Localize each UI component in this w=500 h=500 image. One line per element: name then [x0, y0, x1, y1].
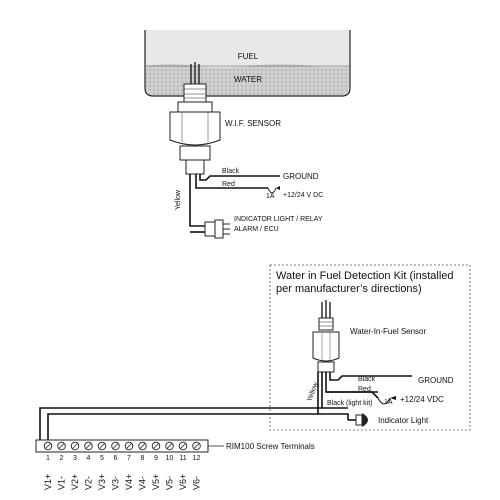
terminal-screw-slot — [85, 443, 92, 449]
wire-black-label: Black — [222, 168, 240, 175]
terminal-screw-slot — [58, 443, 65, 449]
kit-ground-label: GROUND — [418, 376, 454, 385]
fuel-tank — [144, 30, 351, 97]
terminal-name: V2- — [84, 476, 94, 490]
kit-title-line1: Water in Fuel Detection Kit (installed — [276, 270, 454, 282]
indicator-label-line2: ALARM / ECU — [234, 226, 279, 233]
fuse-label: 1A — [266, 193, 275, 200]
terminal-block-label: RIM100 Screw Terminals — [226, 442, 315, 451]
kit-fuse-icon — [326, 391, 396, 405]
terminal-screw-slot — [99, 443, 105, 449]
fuel-label: FUEL — [238, 52, 259, 61]
terminal-screw-slot — [153, 443, 159, 449]
terminal-screw-slot — [112, 443, 119, 449]
kit-sensor — [312, 300, 340, 373]
wif-sensor — [169, 62, 221, 175]
kit-power-label: +12/24 VDC — [400, 395, 444, 404]
kit-sensor-label: Water-In-Fuel Sensor — [350, 327, 427, 336]
kit-fuse-label: 1A — [384, 399, 393, 406]
terminal-name: V3+ — [97, 474, 107, 490]
wire-yellow-label: Yellow — [175, 189, 182, 210]
terminal-number: 10 — [166, 455, 174, 462]
terminal-number: 2 — [60, 455, 64, 462]
terminal-name: V4- — [138, 476, 148, 490]
terminal-screw-slot — [166, 443, 173, 449]
kit-title-line2: per manufacturer’s directions) — [276, 283, 422, 295]
kit-indicator-label: Indicator Light — [378, 416, 429, 425]
terminal-name: V1- — [57, 476, 67, 490]
kit-wire-red-label: Red — [358, 386, 371, 393]
indicator-light-icon — [348, 413, 368, 427]
terminal-screw-slot — [180, 443, 186, 449]
wire-red-label: Red — [222, 181, 235, 188]
terminal-number: 4 — [87, 455, 91, 462]
terminal-name: V2+ — [70, 474, 80, 490]
terminal-name: V3- — [111, 476, 121, 490]
kit-wire-black-label: Black — [358, 376, 376, 383]
wif-sensor-wires — [189, 174, 280, 233]
terminal-screw-slot — [45, 443, 51, 449]
terminal-name: V4+ — [124, 474, 134, 490]
terminal-name: V5+ — [151, 474, 161, 490]
terminal-screw-slot — [193, 443, 200, 449]
fuse-icon — [267, 186, 280, 194]
terminal-number: 3 — [73, 455, 77, 462]
terminal-screw-slot — [126, 443, 132, 449]
indicator-connector-icon — [204, 219, 230, 239]
terminal-number: 6 — [114, 455, 118, 462]
terminal-name: V6+ — [178, 474, 188, 490]
terminal-number: 9 — [154, 455, 158, 462]
indicator-label-line1: INDICATOR LIGHT / RELAY — [234, 216, 323, 223]
wif-sensor-label: W.I.F. SENSOR — [225, 119, 281, 128]
ground-label: GROUND — [283, 172, 319, 181]
kit-wire-black-light-label: Black (light kit) — [327, 400, 373, 407]
terminal-number: 5 — [100, 455, 104, 462]
terminal-name: V5- — [165, 476, 175, 490]
terminal-number: 11 — [179, 455, 186, 462]
terminal-number: 12 — [193, 455, 201, 462]
water-label: WATER — [234, 75, 262, 84]
terminal-name: V1+ — [43, 474, 53, 490]
terminal-number: 1 — [46, 455, 50, 462]
terminal-block — [35, 439, 209, 453]
terminal-number: 7 — [127, 455, 131, 462]
terminal-screw-slot — [72, 443, 78, 449]
kit-boundary — [269, 264, 471, 431]
terminal-screw-slot — [139, 443, 146, 449]
terminal-name: V6- — [192, 476, 202, 490]
power-label: +12/24 V DC — [283, 192, 323, 199]
terminal-number: 8 — [141, 455, 145, 462]
